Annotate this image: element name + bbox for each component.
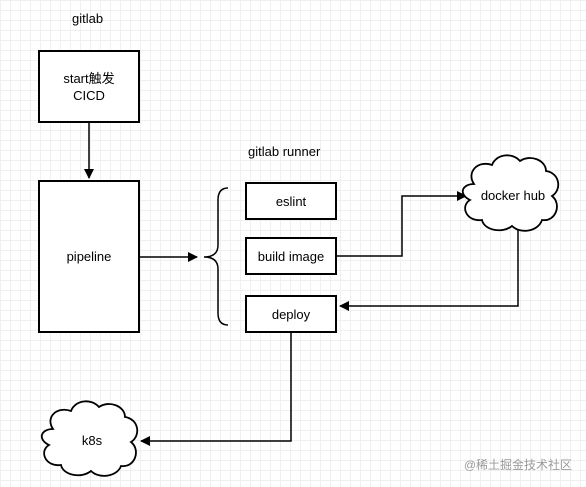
start-cicd-line2: CICD bbox=[73, 87, 105, 103]
k8s-cloud bbox=[40, 400, 139, 477]
build-image-node: build image bbox=[245, 237, 337, 275]
eslint-label: eslint bbox=[275, 193, 307, 209]
deploy-node: deploy bbox=[245, 295, 337, 333]
pipeline-label: pipeline bbox=[66, 249, 112, 264]
arrow-dockerhub-to-deploy bbox=[339, 230, 519, 311]
pipeline-node: pipeline bbox=[38, 180, 140, 333]
deploy-label: deploy bbox=[271, 306, 311, 322]
eslint-node: eslint bbox=[245, 182, 337, 220]
arrow-build-to-dockerhub bbox=[337, 191, 467, 257]
gitlab-label: gitlab bbox=[72, 11, 104, 26]
start-cicd-line1: start触发 bbox=[63, 70, 115, 86]
arrow-deploy-to-k8s bbox=[140, 333, 292, 446]
docker-hub-label: docker hub bbox=[480, 188, 546, 203]
gitlab-runner-label: gitlab runner bbox=[248, 144, 321, 159]
start-cicd-node: start触发 CICD bbox=[38, 50, 140, 123]
build-image-label: build image bbox=[257, 248, 325, 264]
docker-hub-cloud bbox=[461, 154, 560, 232]
watermark-text: @稀土掘金技术社区 bbox=[463, 458, 572, 472]
runner-group-brace bbox=[203, 187, 229, 326]
k8s-label: k8s bbox=[81, 433, 103, 448]
